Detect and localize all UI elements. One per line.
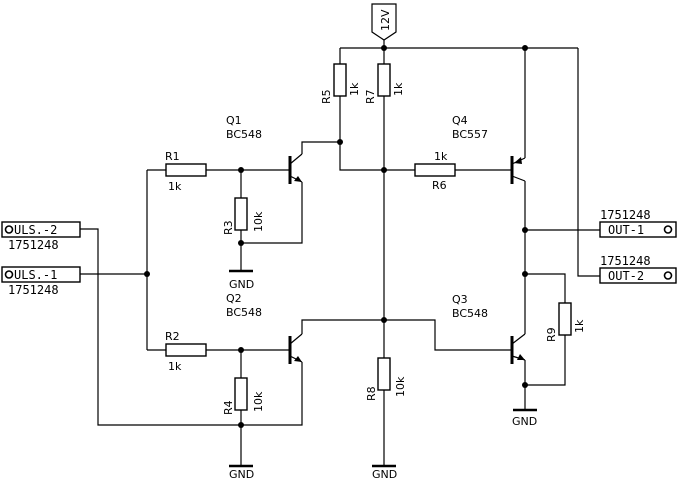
q2-ref: Q2 xyxy=(226,292,242,305)
r3-value: 10k xyxy=(252,211,265,232)
junction-dot xyxy=(381,317,387,323)
ground-label: GND xyxy=(229,468,254,481)
connector-in2-name: ULS.-2 xyxy=(14,223,57,237)
junction-dot xyxy=(238,167,244,173)
ground-symbols: GND GND GND GND xyxy=(229,269,537,481)
q2-base-wire xyxy=(206,349,290,465)
transistor-labels: Q1 BC548 Q2 BC548 Q3 BC548 Q4 BC557 xyxy=(226,114,488,320)
junction-dot xyxy=(381,45,387,51)
q1-collector-wire xyxy=(301,141,340,154)
transistor-q4 xyxy=(510,156,526,184)
q2-collector-q3-base xyxy=(301,319,512,351)
r4-value: 10k xyxy=(252,391,265,412)
supply-symbol: 12V xyxy=(371,3,397,41)
resistor-r6 xyxy=(414,163,456,177)
wires xyxy=(80,40,600,465)
r6-ref: R6 xyxy=(432,179,447,192)
junction-dot xyxy=(238,240,244,246)
r5-wire xyxy=(339,48,415,171)
r9-wire xyxy=(525,273,566,386)
junction-dot xyxy=(522,382,528,388)
connector-in2: ULS.-2 1751248 xyxy=(1,221,81,252)
ground-label: GND xyxy=(229,278,254,291)
connector-in2-part: 1751248 xyxy=(8,238,59,252)
connector-in1-part: 1751248 xyxy=(8,283,59,297)
resistor-r5 xyxy=(333,63,347,97)
q1-emitter-wire xyxy=(241,182,303,244)
r4-ref: R4 xyxy=(222,400,235,415)
ground-label: GND xyxy=(372,468,397,481)
resistor-r2 xyxy=(165,343,207,357)
connector-out1-part: 1751248 xyxy=(600,208,651,222)
q2-type: BC548 xyxy=(226,306,262,319)
q1-base-wire xyxy=(206,169,290,270)
r8-value: 10k xyxy=(394,376,407,397)
input-split xyxy=(146,169,166,351)
resistor-labels: R1 1k R2 1k 1k R6 R3 10k R4 10k R5 1k R7… xyxy=(165,82,586,415)
junction-dot xyxy=(144,271,150,277)
r5-ref: R5 xyxy=(320,89,333,104)
connector-out2-part: 1751248 xyxy=(600,254,651,268)
q1-ref: Q1 xyxy=(226,114,242,127)
ground-label: GND xyxy=(512,415,537,428)
r6-value: 1k xyxy=(434,150,448,163)
r1-ref: R1 xyxy=(165,150,180,163)
connector-out2-name: OUT-2 xyxy=(608,269,644,283)
junctions xyxy=(144,45,528,428)
connector-out2: OUT-2 1751248 xyxy=(599,254,677,284)
r3-ref: R3 xyxy=(222,220,235,235)
q4-type: BC557 xyxy=(452,128,488,141)
q1-type: BC548 xyxy=(226,128,262,141)
q3-ref: Q3 xyxy=(452,293,468,306)
out2-wire xyxy=(577,48,600,277)
resistor-r7 xyxy=(377,63,391,97)
r7-ref: R7 xyxy=(364,89,377,104)
resistors xyxy=(165,63,572,411)
transistor-q2 xyxy=(288,333,303,364)
junction-dot xyxy=(522,227,528,233)
resistor-r4 xyxy=(234,377,248,411)
supply-label: 12V xyxy=(379,9,392,31)
r9-ref: R9 xyxy=(545,327,558,342)
transistor-q1 xyxy=(288,153,303,184)
q4-ref: Q4 xyxy=(452,114,468,127)
transistor-q3 xyxy=(510,333,526,364)
r8-ref: R8 xyxy=(365,386,378,401)
junction-dot xyxy=(522,271,528,277)
resistor-r9 xyxy=(558,302,572,336)
r9-value: 1k xyxy=(573,319,586,333)
resistor-r1 xyxy=(165,163,207,177)
r5-value: 1k xyxy=(348,82,361,96)
junction-dot xyxy=(337,139,343,145)
connector-out1-name: OUT-1 xyxy=(608,223,644,237)
in2-wire xyxy=(80,228,303,426)
r2-ref: R2 xyxy=(165,330,180,343)
r1-value: 1k xyxy=(168,180,182,193)
junction-dot xyxy=(238,422,244,428)
connector-in1: ULS.-1 1751248 xyxy=(1,266,81,297)
junction-dot xyxy=(381,167,387,173)
r7-value: 1k xyxy=(392,82,405,96)
junction-dot xyxy=(238,347,244,353)
resistor-r3 xyxy=(234,197,248,231)
junction-dot xyxy=(522,45,528,51)
r2-value: 1k xyxy=(168,360,182,373)
resistor-r8 xyxy=(377,357,391,391)
q3-type: BC548 xyxy=(452,307,488,320)
connector-in1-name: ULS.-1 xyxy=(14,268,57,282)
connector-out1: OUT-1 1751248 xyxy=(599,208,677,238)
